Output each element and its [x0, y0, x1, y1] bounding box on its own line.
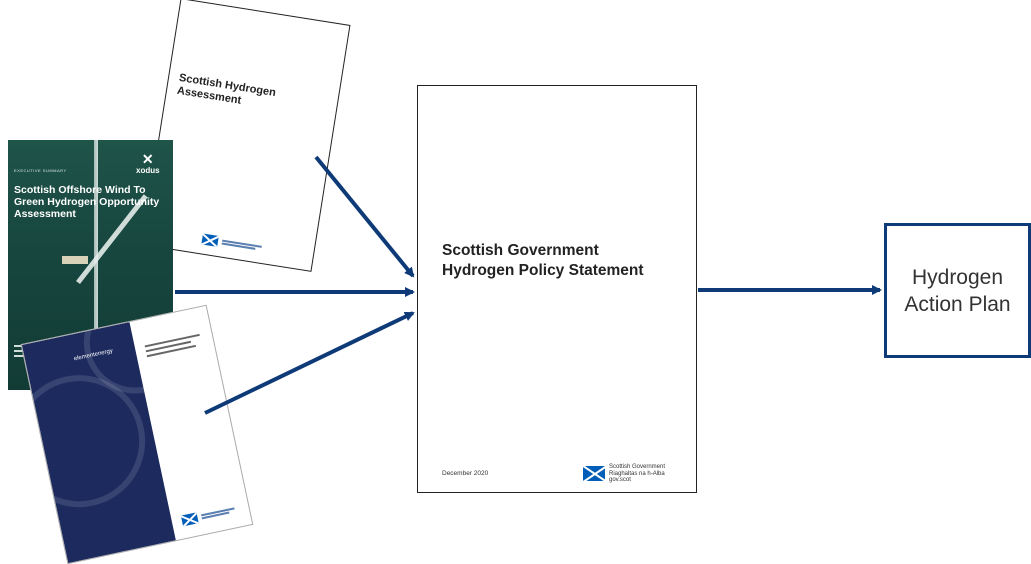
- wind-title: Scottish Offshore Wind To Green Hydrogen…: [14, 184, 160, 220]
- xodus-icon: ✕: [141, 151, 154, 167]
- gov-name: Scottish Government: [609, 464, 666, 470]
- scottish-government-logo: Scottish Government Riaghaltas na h-Alba…: [583, 464, 665, 484]
- arrow-assessment-to-policy: [314, 155, 415, 278]
- wind-kicker: EXECUTIVE SUMMARY: [14, 168, 67, 173]
- policy-date: December 2020: [442, 470, 489, 477]
- turbine-platform: [62, 256, 88, 264]
- action-plan-box: Hydrogen Action Plan: [884, 223, 1031, 358]
- policy-title: Scottish Government Hydrogen Policy Stat…: [442, 242, 644, 279]
- policy-statement-document: Scottish Government Hydrogen Policy Stat…: [417, 85, 697, 493]
- gov-web: gov.scot: [609, 477, 631, 483]
- xodus-logo: ✕ xodus: [136, 151, 160, 175]
- turbine-tower: [94, 140, 98, 390]
- gov-gaelic: Riaghaltas na h-Alba: [609, 470, 665, 477]
- arrow-element-to-policy: [204, 311, 415, 415]
- saltire-flag-icon: [583, 466, 605, 482]
- action-plan-label: Hydrogen Action Plan: [904, 265, 1011, 316]
